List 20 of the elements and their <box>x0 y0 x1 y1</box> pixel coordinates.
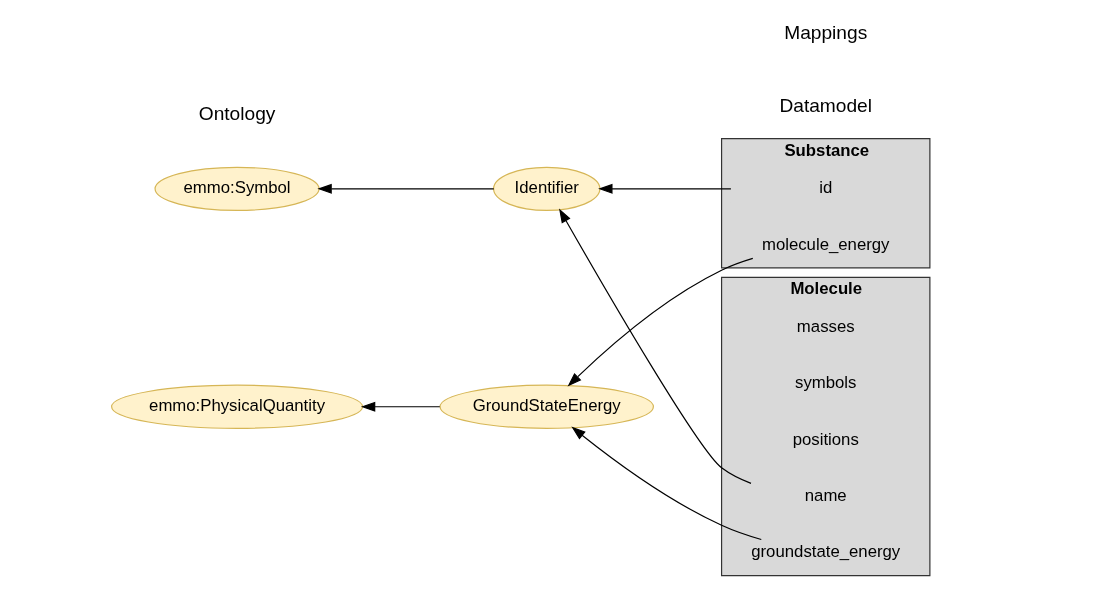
node-ellipse: emmo:Symbol <box>153 166 320 211</box>
node-text: name <box>804 485 847 505</box>
arrow <box>558 208 752 484</box>
node-text: positions <box>792 429 859 449</box>
node-text: molecule_energy <box>761 234 890 254</box>
node-ellipse: emmo:PhysicalQuantity <box>110 384 363 429</box>
node-ellipse: Identifier <box>492 166 600 211</box>
arrow <box>360 401 440 412</box>
arrow <box>597 183 731 194</box>
arrow <box>570 426 762 541</box>
node-text: id <box>818 178 832 198</box>
node-text: symbols <box>794 373 856 393</box>
label: Mappings <box>783 21 867 43</box>
arrow <box>316 183 494 194</box>
label: Datamodel <box>778 95 872 117</box>
node-ellipse: GroundStateEnergy <box>439 384 654 429</box>
node-text: masses <box>796 317 855 337</box>
arrow <box>567 257 753 387</box>
node-text: groundstate_energy <box>750 542 900 562</box>
label: Ontology <box>198 103 275 125</box>
